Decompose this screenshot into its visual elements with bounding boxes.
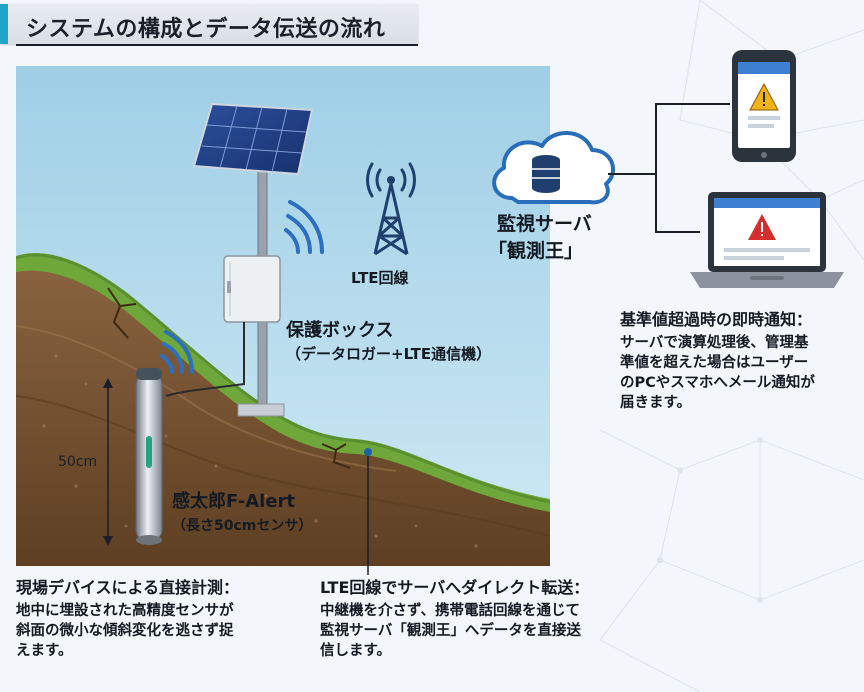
crack xyxy=(107,287,137,339)
box-latch xyxy=(227,281,231,293)
sensor-name-label: 感太郎F-Alert xyxy=(172,491,296,512)
crack xyxy=(321,443,351,469)
lte-tower-top xyxy=(387,176,395,184)
lte-line-label: LTE回線 xyxy=(351,269,409,287)
protection-box-label: 保護ボックス xyxy=(286,320,394,341)
solar-panel-grid xyxy=(201,105,307,173)
transfer-description: LTE回線でサーバへダイレクト転送： 中継機を介さず、携帯電話回線を通じて 監視… xyxy=(320,578,640,661)
notification-line: 届きます。 xyxy=(620,395,692,411)
notification-line: 準値を超えた場合はユーザー xyxy=(620,355,809,371)
transfer-line: 信します。 xyxy=(320,643,392,659)
device-description: 現場デバイスによる直接計測： 地中に埋設された高精度センサが 斜面の微小な傾斜変… xyxy=(16,578,306,661)
transfer-heading: LTE回線でサーバへダイレクト転送： xyxy=(320,578,590,597)
device-line: 斜面の微小な傾斜変化を逃さず捉 xyxy=(16,623,234,639)
page-title: システムの構成とデータ伝送の流れ xyxy=(26,17,386,42)
sensor-pipe xyxy=(135,368,163,545)
notification-line: サーバで演算処理後、管理基 xyxy=(620,335,809,351)
title-bar xyxy=(0,4,418,44)
device-line: 地中に埋設された高精度センサが xyxy=(16,603,234,619)
transfer-line: 中継機を介さず、携帯電話回線を通じて xyxy=(320,603,580,619)
solar-panel xyxy=(192,102,314,176)
sensor-cable xyxy=(165,322,245,397)
soil-texture xyxy=(42,354,478,548)
pole-base xyxy=(237,403,285,417)
soil-layer xyxy=(16,395,550,537)
server-product-label: 「観測王」 xyxy=(488,240,584,262)
title-accent xyxy=(0,4,8,44)
title-underline xyxy=(16,44,418,46)
lte-tower xyxy=(373,183,409,256)
notification-description: 基準値超過時の即時通知： サーバで演算処理後、管理基 準値を超えた場合はユーザー… xyxy=(620,310,860,413)
protection-box xyxy=(223,255,281,323)
device-heading: 現場デバイスによる直接計測： xyxy=(16,578,240,597)
sensor-sublabel: （長さ50cmセンサ） xyxy=(172,518,313,534)
grass-edge xyxy=(16,253,550,504)
lte-tower-waves xyxy=(366,162,416,198)
sensor-signal-waves xyxy=(160,330,194,374)
sensor-height-label: 50cm xyxy=(58,454,98,470)
notification-heading: 基準値超過時の即時通知： xyxy=(620,310,813,329)
transfer-line: 監視サーバ「観測王」へデータを直接送 xyxy=(320,623,581,639)
soil-layer xyxy=(16,325,397,472)
server-name-label: 監視サーバ xyxy=(497,213,592,235)
field-scene xyxy=(16,66,550,566)
notification-line: のPCやスマホへメール通知が xyxy=(620,375,815,391)
box-signal-waves xyxy=(284,200,324,254)
device-line: えます。 xyxy=(16,643,73,659)
hill-grass xyxy=(16,253,550,512)
protection-box-sublabel: （データロガー+LTE通信機） xyxy=(286,345,492,363)
